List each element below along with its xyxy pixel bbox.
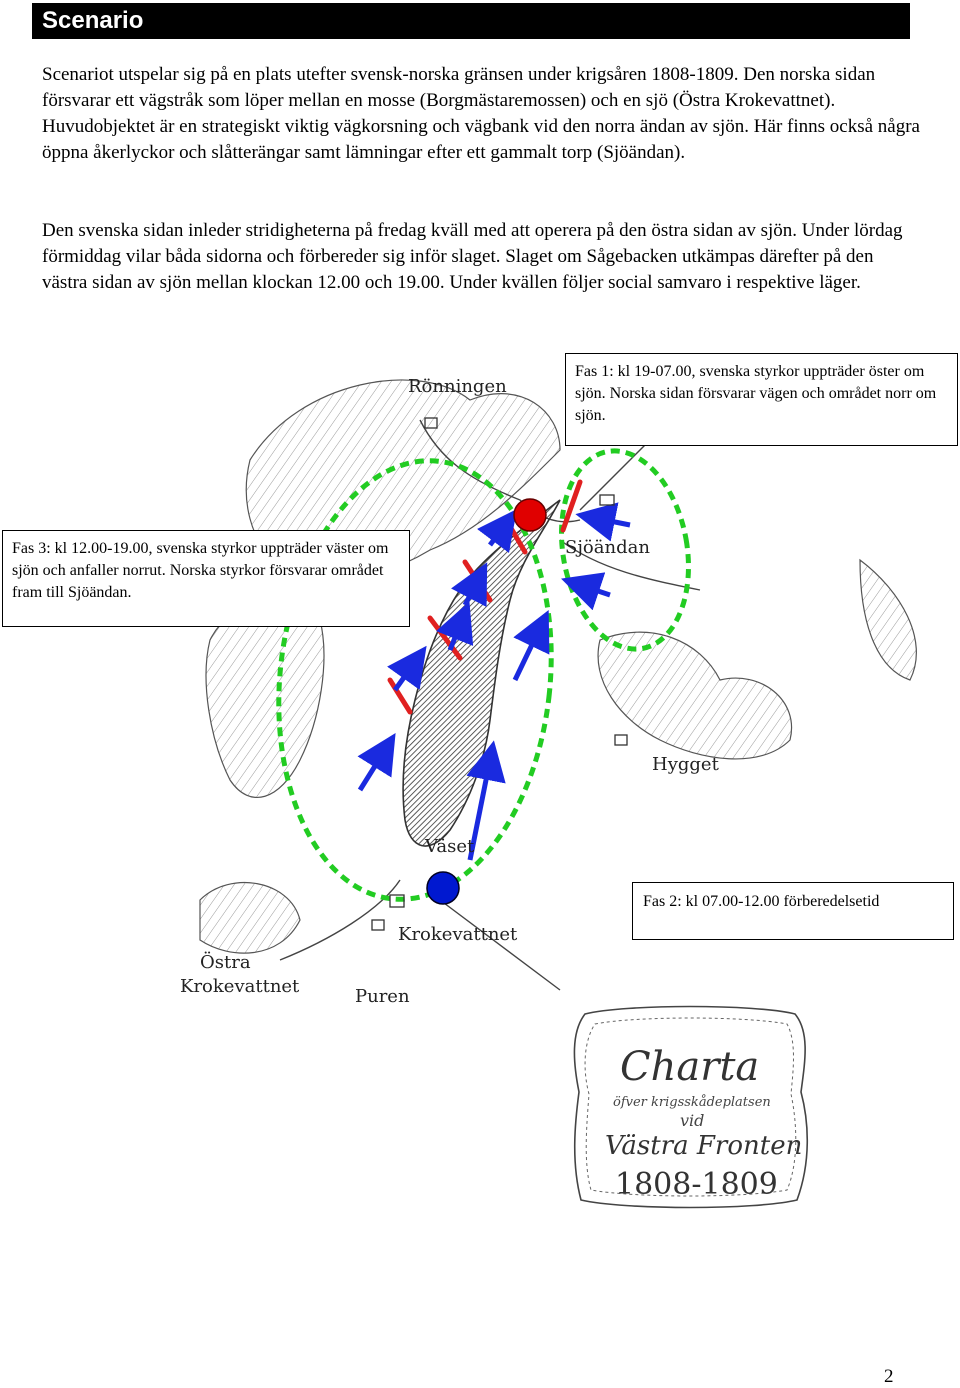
attack-arrow: [466, 740, 506, 861]
attack-arrow: [357, 733, 396, 792]
attack-arrow: [451, 562, 488, 607]
place-krokevattnet: Krokevattnet: [398, 924, 518, 945]
attack-arrow: [387, 645, 427, 692]
section-header: Scenario: [32, 3, 910, 39]
attack-arrows: [357, 502, 631, 861]
place-ostra-krokevattnet: Krokevattnet: [180, 976, 300, 997]
charta-frame-inner: [584, 1017, 797, 1197]
road-north: [419, 419, 581, 523]
place-puren: Puren: [355, 986, 410, 1007]
road-south: [279, 879, 401, 961]
phase-1-box: Fas 1: kl 19-07.00, svenska styrkor uppt…: [565, 353, 958, 446]
place-ronningen: Rönningen: [408, 376, 507, 397]
attack-arrow: [477, 509, 517, 553]
terrain-east-ridge: [859, 558, 917, 681]
building: [389, 894, 405, 908]
section-title: Scenario: [42, 7, 144, 34]
attack-arrow: [561, 572, 611, 611]
place-vaset: Väset: [424, 836, 475, 857]
attack-arrow: [512, 609, 550, 682]
building: [371, 919, 385, 931]
terrain-south: [199, 881, 301, 954]
norway-marker: [513, 498, 547, 532]
building: [614, 734, 628, 746]
phase-2-box: Fas 2: kl 07.00-12.00 förberedelsetid: [632, 882, 954, 940]
buildings: [371, 417, 628, 931]
charta-subtitle: öfver krigsskådeplatsen: [613, 1094, 771, 1110]
page-number: 2: [884, 1366, 894, 1387]
attack-arrow: [575, 502, 631, 542]
place-ostra: Östra: [200, 950, 251, 973]
zone-east: [559, 448, 691, 652]
sweden-marker: [426, 871, 460, 905]
charta-drawing: Charta öfver krigsskådeplatsen vid Västr…: [573, 1005, 809, 1209]
road-east: [559, 539, 701, 591]
charta-front: Västra Fronten: [605, 1131, 802, 1161]
terrain-west: [205, 601, 325, 798]
place-hygget: Hygget: [652, 754, 720, 775]
road-southeast: [439, 899, 561, 991]
terrain-east: [597, 631, 793, 760]
building: [599, 494, 615, 506]
attack-arrow: [436, 601, 474, 651]
zone-west: [276, 458, 554, 902]
charta-years: 1808-1809: [615, 1167, 778, 1202]
intro-paragraph: Scenariot utspelar sig på en plats uteft…: [42, 64, 920, 163]
charta-frame: [573, 1005, 809, 1209]
defense-line: [560, 479, 583, 533]
phase-3-box: Fas 3: kl 12.00-19.00, svenska styrkor u…: [2, 530, 410, 627]
charta-cartouche: Charta öfver krigsskådeplatsen vid Västr…: [565, 1002, 815, 1217]
place-sjoandan: Sjöändan: [565, 537, 650, 558]
charta-vid: vid: [680, 1111, 704, 1130]
building: [424, 417, 438, 429]
schedule-paragraph: Den svenska sidan inleder stridigheterna…: [42, 220, 903, 293]
charta-title: Charta: [620, 1044, 759, 1090]
